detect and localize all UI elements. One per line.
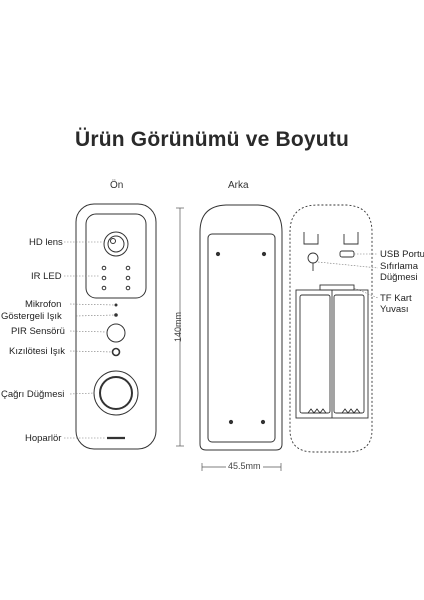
ir-led-dot xyxy=(101,285,107,291)
label-infrared-light: Kızılötesi Işık xyxy=(9,346,65,357)
pir-sensor-circle xyxy=(106,323,126,343)
screw-hole xyxy=(215,251,221,257)
label-indicator-light: Göstergeli Işık xyxy=(1,311,62,322)
microphone-hole xyxy=(114,303,118,307)
back-view-label: Arka xyxy=(228,180,249,191)
hd-lens-glint xyxy=(110,238,116,244)
battery-slot-left xyxy=(299,294,331,414)
front-leader-lines xyxy=(64,241,115,439)
label-ir-led: IR LED xyxy=(31,271,62,282)
battery-slot-right xyxy=(333,294,365,414)
label-usb-port: USB Portu xyxy=(380,249,424,260)
label-call-button: Çağrı Düğmesi xyxy=(1,389,65,400)
reset-button-shape xyxy=(307,252,319,264)
screw-hole xyxy=(228,419,234,425)
usb-port-shape xyxy=(339,250,355,258)
clip-right xyxy=(343,232,359,245)
width-dimension-label: 45.5mm xyxy=(226,461,263,471)
ir-led-dot xyxy=(101,265,107,271)
hd-lens-outer xyxy=(103,231,129,257)
height-dimension xyxy=(176,207,184,447)
call-button-inner xyxy=(99,376,133,410)
back-body-outline xyxy=(199,204,283,451)
back-device xyxy=(199,204,283,451)
back-plate xyxy=(207,233,276,443)
label-reset-line1: Sıfırlama xyxy=(380,261,419,272)
hd-lens-inner xyxy=(107,235,125,253)
tf-card-slot xyxy=(319,284,355,291)
open-back-device xyxy=(289,204,373,453)
clip-left xyxy=(303,232,319,245)
open-back-outline xyxy=(289,204,373,453)
label-tf-line2: Yuvası xyxy=(380,304,409,315)
ir-led-dot xyxy=(125,285,131,291)
label-reset-line2: Düğmesi xyxy=(380,272,418,283)
front-view-label: Ön xyxy=(110,180,124,191)
front-device xyxy=(75,203,157,450)
spring-left xyxy=(307,408,327,414)
label-pir-sensor: PIR Sensörü xyxy=(11,326,65,337)
label-microphone: Mikrofon xyxy=(25,299,62,310)
page-title: Ürün Görünümü ve Boyutu xyxy=(74,128,350,151)
screw-hole xyxy=(260,419,266,425)
screw-hole xyxy=(261,251,267,257)
back-leader-lines xyxy=(317,253,379,299)
front-body-outline xyxy=(75,203,157,450)
label-speaker: Hoparlör xyxy=(25,433,62,444)
label-tf-line1: TF Kart xyxy=(380,293,412,304)
front-camera-panel xyxy=(85,213,147,299)
spring-right xyxy=(341,408,361,414)
ir-led-dot xyxy=(125,275,131,281)
height-dimension-label: 140mm xyxy=(173,312,183,343)
label-hd-lens: HD lens xyxy=(29,237,63,248)
infrared-light-dot xyxy=(111,347,121,357)
ir-led-dot xyxy=(101,275,107,281)
indicator-light-dot xyxy=(114,313,118,317)
ir-led-dot xyxy=(125,265,131,271)
